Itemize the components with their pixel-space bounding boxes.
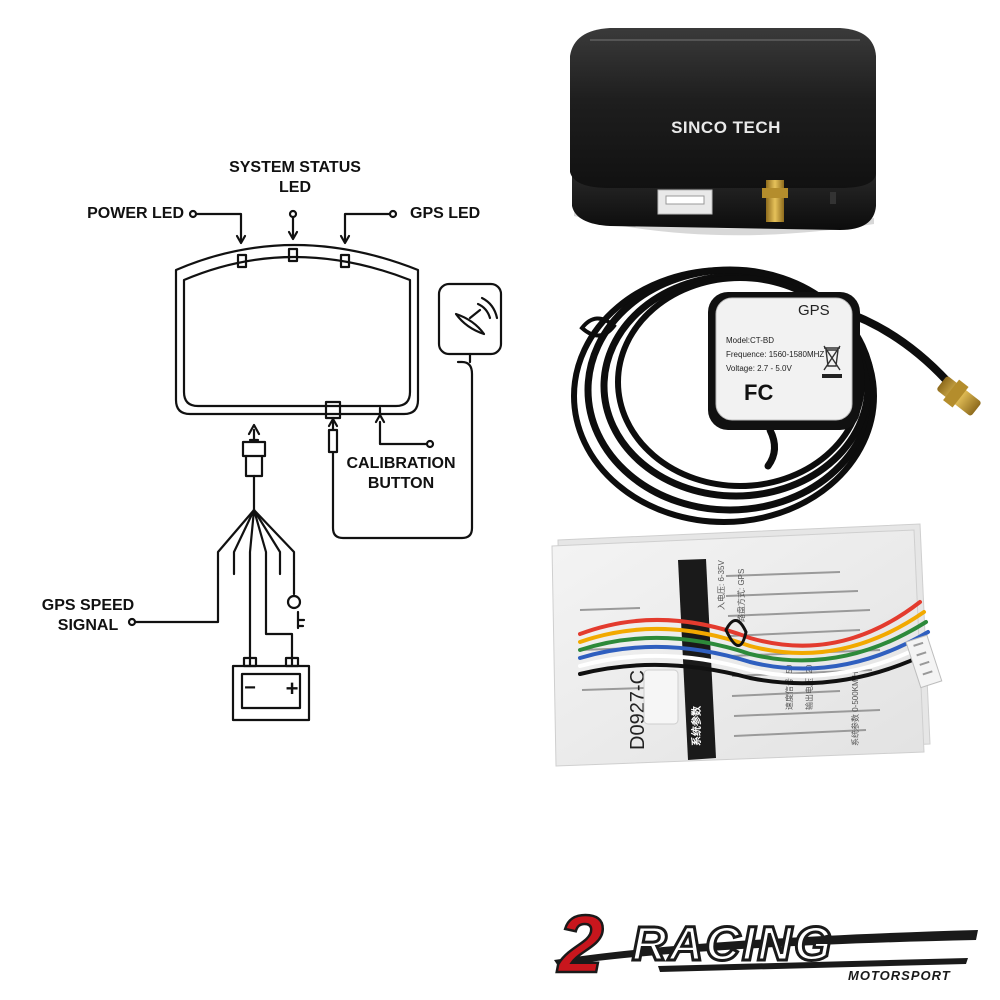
- calibration-button-label-line1: CALIBRATION: [346, 455, 456, 472]
- harness-loop: [724, 619, 748, 647]
- sma-connector: [766, 180, 784, 222]
- power-wire: [264, 572, 294, 668]
- ignition-switch: [286, 594, 302, 610]
- power-led-label: POWER LED: [87, 205, 184, 222]
- harness-wire: [248, 508, 256, 576]
- calibration-arrow: [374, 413, 386, 424]
- battery: [231, 664, 311, 722]
- battery-terminal-negative: [242, 656, 258, 668]
- antenna-cable: [327, 360, 474, 540]
- harness-socket-pins: [665, 195, 705, 205]
- logo-swoosh: [554, 930, 978, 966]
- harness-wire-yellow: [578, 610, 926, 656]
- antenna-frequence: Frequence: 1560-1580MHZ: [726, 350, 824, 359]
- logo-word: RACING: [632, 918, 833, 971]
- product-photos: SINCO TECH GPS Model:CT-BD Frequence: 15…: [551, 28, 981, 767]
- ignition-key-icon: [296, 610, 306, 630]
- power-led-indicator: [236, 253, 248, 269]
- recycle-bin-bar: [822, 374, 842, 378]
- harness-wire-black: [578, 650, 932, 686]
- antenna-voltage: Voltage: 2.7 - 5.0V: [726, 364, 792, 373]
- module-brand-text: SINCO TECH: [671, 118, 781, 137]
- gauge-body: [174, 243, 420, 416]
- battery-minus-sign: −: [244, 677, 256, 699]
- harness-wire-white: [578, 640, 932, 678]
- gps-led-leader: [343, 212, 392, 244]
- calibration-button-label: CALIBRATION BUTTON: [336, 454, 466, 494]
- speed-signal-pointer-dot: [127, 617, 137, 627]
- cable-coil: [615, 275, 865, 489]
- antenna-model: Model:CT-BD: [726, 336, 774, 345]
- gauge-face: [182, 255, 412, 408]
- antenna-lead: [764, 426, 778, 470]
- logo-numeral: 2: [556, 900, 604, 990]
- gps-module: [570, 28, 876, 236]
- manual-line: 系统参数 0-500KM/H: [850, 671, 860, 746]
- gps-module-top: [570, 28, 876, 188]
- harness-wire: [216, 508, 256, 576]
- harness-connector-body: [244, 454, 264, 478]
- cable-coil: [571, 267, 877, 525]
- harness-plug-right: [905, 634, 943, 689]
- recycle-bin-icon: [823, 345, 841, 371]
- manual-line: 输出电压: 20: [804, 664, 814, 710]
- gps-speed-signal-label-line1: GPS SPEED: [41, 597, 135, 614]
- harness-wire-red: [578, 600, 922, 648]
- calibration-pointer-dot: [425, 439, 435, 449]
- calibration-button-label-line2: BUTTON: [367, 475, 435, 492]
- system-status-led-label-line2: LED: [279, 179, 311, 196]
- antenna-cable-up-arrow: [327, 417, 339, 428]
- harness-up-arrow: [247, 423, 261, 442]
- battery-terminal-positive: [284, 656, 300, 668]
- logo-underline: [658, 958, 968, 972]
- gps-antenna-puck-photo: [708, 292, 860, 430]
- harness-wire: [232, 508, 256, 576]
- satellite-dish-icon: [454, 296, 499, 336]
- gps-led-label: GPS LED: [410, 205, 481, 222]
- power-led-leader: [194, 212, 243, 244]
- antenna-port: [324, 400, 342, 420]
- harness-wire-blue: [578, 630, 930, 671]
- harness-wire: [252, 508, 268, 576]
- gps-led-indicator: [339, 253, 351, 269]
- antenna-label: GPS: [798, 302, 830, 319]
- system-status-led-label: SYSTEM STATUS LED: [190, 158, 400, 198]
- gps-speed-signal-label-line2: SIGNAL: [57, 617, 119, 634]
- logo-sub: MOTORSPORT: [848, 968, 951, 983]
- manual-line: 入电压: 6-35V: [716, 560, 726, 610]
- brand-logo: 2 RACING MOTORSPORT: [554, 900, 978, 990]
- harness-connector: [241, 440, 267, 458]
- gps-antenna-assembly: [571, 266, 952, 525]
- status-led-arrow: [287, 230, 299, 241]
- manual-line: 路盘方式: GPS: [736, 569, 746, 622]
- harness-plug-left: [643, 669, 679, 725]
- sma-connector-nut: [762, 188, 788, 198]
- gps-speed-signal-label: GPS SPEED SIGNAL: [18, 596, 158, 636]
- speed-signal-wire: [134, 572, 220, 624]
- battery-plus-sign: +: [286, 676, 299, 701]
- harness-wire-green: [578, 620, 928, 663]
- fcc-mark: FC: [744, 380, 773, 405]
- cable-tie: [579, 316, 617, 338]
- harness-wire: [252, 508, 296, 576]
- side-button: [830, 192, 836, 204]
- wiring-diagram: − +: [127, 209, 503, 722]
- wire-harness: [578, 600, 932, 686]
- calibration-leader: [378, 420, 428, 446]
- system-status-led-label-line1: SYSTEM STATUS: [229, 159, 361, 176]
- power-led-arrow: [235, 234, 247, 245]
- harness-wire: [252, 508, 282, 576]
- manual-text-lines: [579, 571, 881, 737]
- battery-label-area: [240, 672, 302, 710]
- gps-led-arrow: [339, 234, 351, 245]
- status-led-indicator: [287, 247, 299, 263]
- manual-line: 速度信号: 50: [784, 664, 794, 710]
- sma-plug: [937, 376, 981, 416]
- manual-heading: 系统参数: [690, 705, 703, 746]
